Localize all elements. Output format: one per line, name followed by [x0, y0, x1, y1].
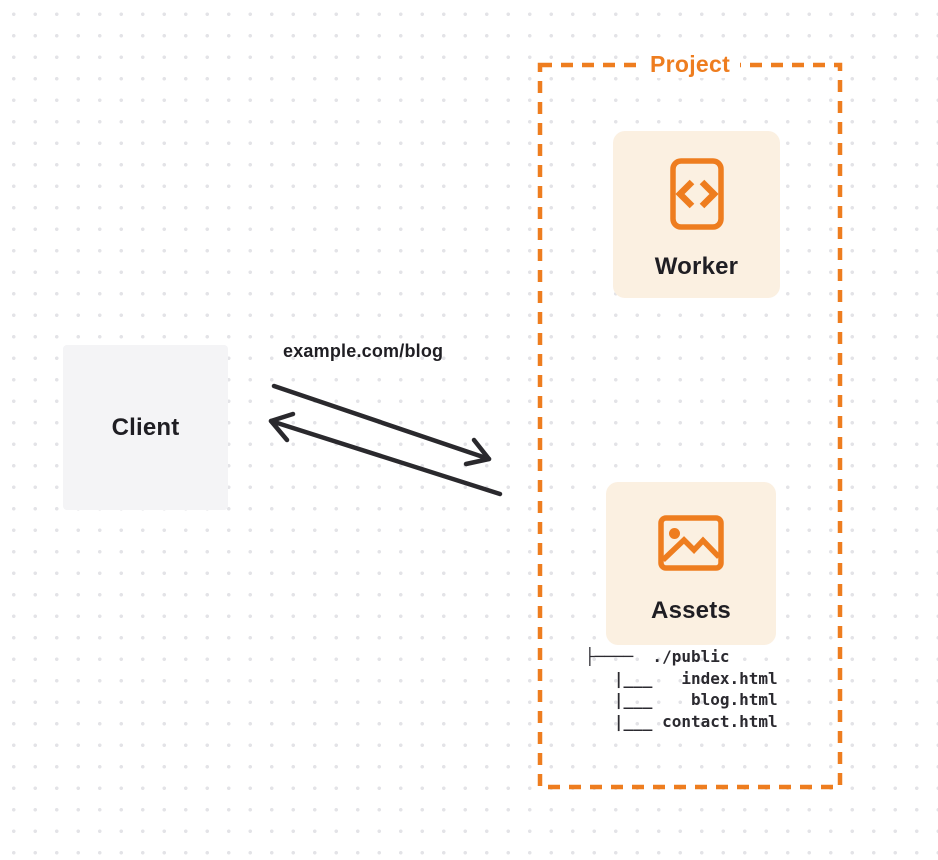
client-label: Client: [111, 413, 180, 441]
tree-line-contact: |___ contact.html: [585, 711, 778, 731]
tree-line-index: |___ index.html: [585, 668, 778, 688]
tree-line-blog: |___ blog.html: [585, 690, 778, 709]
tree-line-public: ├──── ./public: [585, 647, 730, 666]
project-label: Project: [639, 51, 741, 78]
worker-node: Worker: [613, 131, 780, 298]
client-node: Client: [63, 345, 228, 510]
request-arrow: [271, 383, 492, 467]
code-icon: [669, 158, 724, 230]
assets-label: Assets: [651, 597, 731, 624]
image-icon: [658, 515, 724, 571]
response-arrow: [268, 411, 503, 497]
assets-file-tree: ├──── ./public |___ index.html |___ blog…: [585, 646, 778, 732]
request-url-label: example.com/blog: [283, 341, 444, 361]
project-label-wrap: Project: [540, 51, 840, 78]
worker-label: Worker: [654, 253, 739, 280]
assets-node: Assets: [606, 482, 776, 645]
image-icon-dot: [669, 528, 680, 539]
